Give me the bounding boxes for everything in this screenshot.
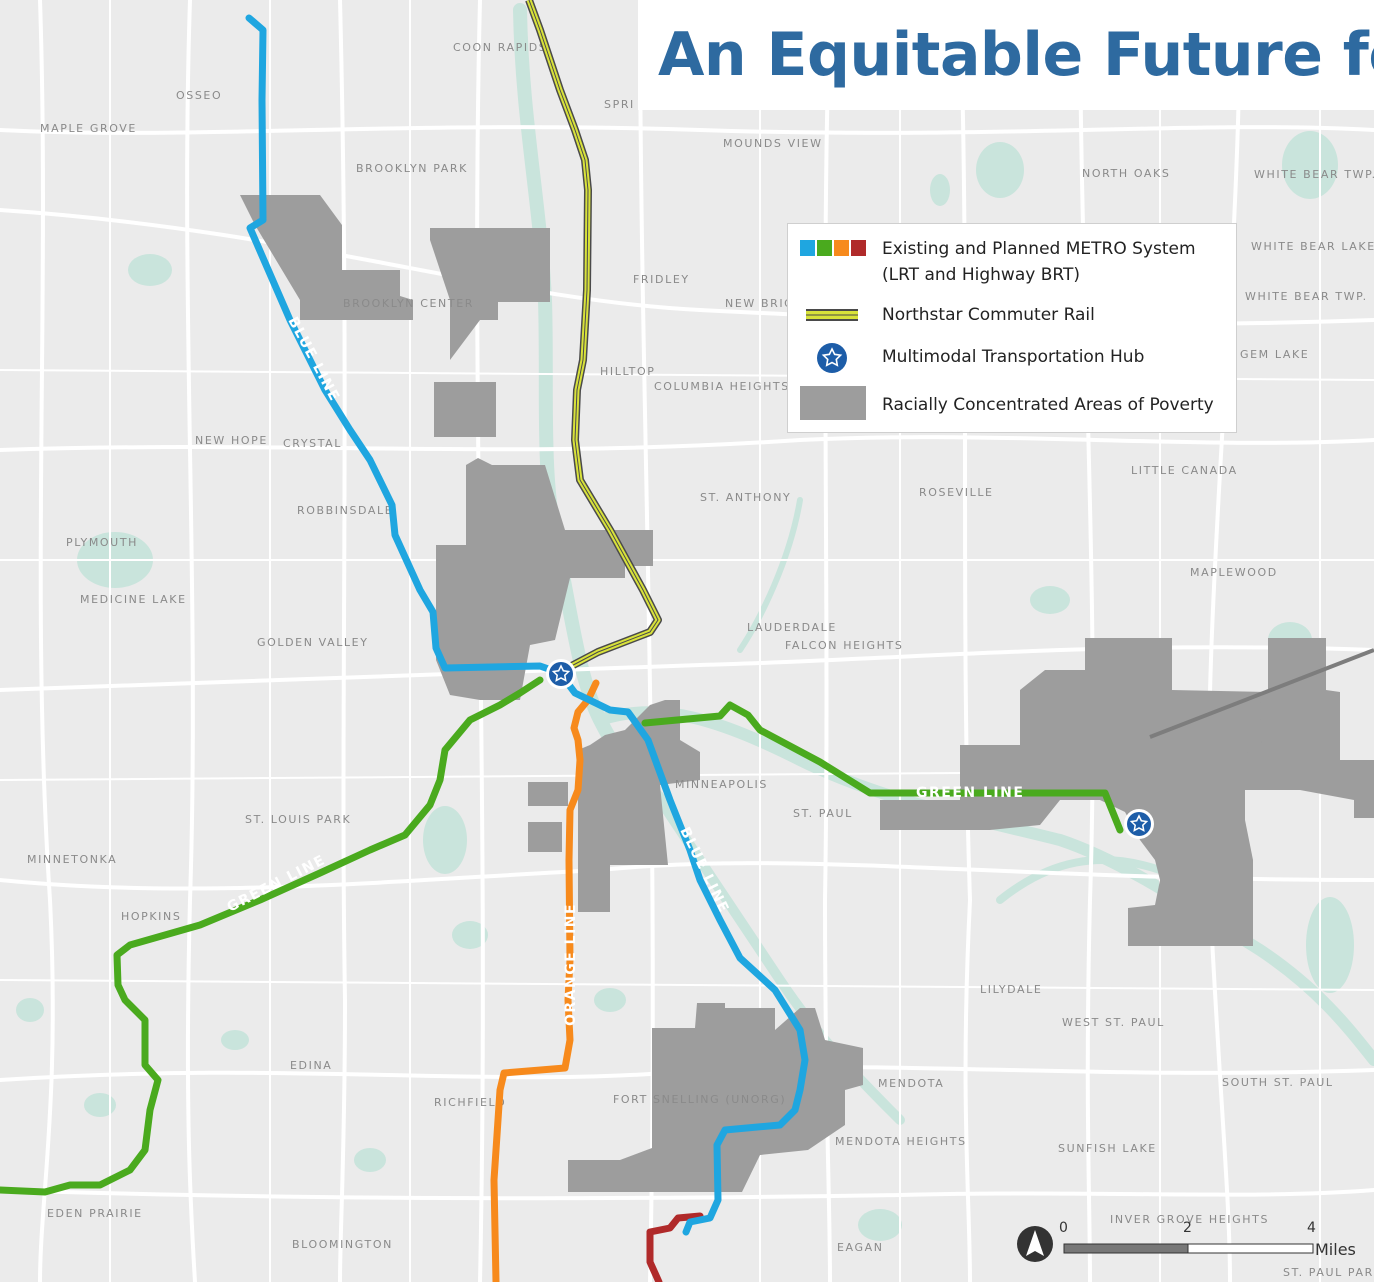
label-brooklyn-park: BROOKLYN PARK	[356, 162, 468, 175]
label-new-hope: NEW HOPE	[195, 434, 268, 447]
hub-minneapolis[interactable]	[546, 659, 576, 689]
north-arrow-icon	[1017, 1226, 1053, 1262]
label-maple-grove: MAPLE GROVE	[40, 122, 137, 135]
label-edina: EDINA	[290, 1059, 332, 1072]
scale-max: 4	[1307, 1220, 1316, 1236]
label-lilydale: LILYDALE	[980, 983, 1042, 996]
label-st-paul-park: ST. PAUL PARK	[1283, 1266, 1374, 1279]
label-maplewood: MAPLEWOOD	[1190, 566, 1278, 579]
place-labels: COON RAPIDS OSSEO MAPLE GROVE SPRI MOUND…	[27, 41, 1374, 1279]
label-columbia-heights: COLUMBIA HEIGHTS	[654, 380, 790, 393]
label-golden-valley: GOLDEN VALLEY	[257, 636, 369, 649]
scale-unit: Miles	[1315, 1240, 1356, 1259]
label-new-brighton: NEW BRIG	[725, 297, 794, 310]
label-crystal: CRYSTAL	[283, 437, 342, 450]
label-fort-snelling: FORT SNELLING (UNORG)	[613, 1093, 786, 1106]
poverty-areas	[240, 195, 1374, 1192]
label-st-paul: ST. PAUL	[793, 807, 853, 820]
lakes	[16, 131, 1354, 1241]
label-gem-lake: GEM LAKE	[1240, 348, 1309, 361]
poverty-swatch	[800, 386, 866, 420]
label-richfield: RICHFIELD	[434, 1096, 506, 1109]
label-hilltop: HILLTOP	[600, 365, 655, 378]
legend-poverty-label: Racially Concentrated Areas of Poverty	[882, 395, 1214, 415]
label-hopkins: HOPKINS	[121, 910, 181, 923]
label-green-line-east: GREEN LINE	[916, 785, 1024, 801]
northstar-swatch	[806, 309, 858, 321]
label-eden-prairie: EDEN PRAIRIE	[47, 1207, 143, 1220]
label-white-bear-twp-2: WHITE BEAR TWP.	[1245, 290, 1368, 303]
label-st-louis-park: ST. LOUIS PARK	[245, 813, 351, 826]
label-orange-line: ORANGE LINE	[563, 903, 579, 1026]
label-st-anthony: ST. ANTHONY	[700, 491, 791, 504]
metro-lines[interactable]	[0, 14, 1124, 1282]
star-icon	[551, 664, 571, 682]
title-banner: An Equitable Future for	[638, 0, 1374, 110]
label-robbinsdale: ROBBINSDALE	[297, 504, 393, 517]
label-minnetonka: MINNETONKA	[27, 853, 117, 866]
scale-bar: 0 2 4 Miles	[1015, 1218, 1365, 1268]
label-west-st-paul: WEST ST. PAUL	[1062, 1016, 1165, 1029]
red-line[interactable]	[646, 1212, 704, 1282]
star-icon	[821, 347, 843, 367]
label-white-bear-twp: WHITE BEAR TWP.	[1254, 168, 1374, 181]
label-falcon-heights: FALCON HEIGHTS	[785, 639, 903, 652]
hub-st-paul[interactable]	[1124, 809, 1154, 839]
pointer-line	[1149, 648, 1374, 739]
page-title: An Equitable Future for	[658, 20, 1374, 90]
blue-line[interactable]	[245, 14, 809, 1236]
label-osseo: OSSEO	[176, 89, 222, 102]
legend-metro-label: Existing and Planned METRO System	[882, 239, 1196, 259]
label-minneapolis: MINNEAPOLIS	[675, 778, 768, 791]
label-fridley: FRIDLEY	[633, 273, 690, 286]
northstar-commuter-rail[interactable]	[525, 0, 662, 676]
orange-line[interactable]	[490, 679, 600, 1282]
legend-hub-label: Multimodal Transportation Hub	[882, 347, 1145, 367]
label-mounds-view: MOUNDS VIEW	[723, 137, 823, 150]
scale-zero: 0	[1059, 1220, 1068, 1236]
star-icon	[1129, 814, 1149, 832]
legend-northstar-label: Northstar Commuter Rail	[882, 305, 1095, 325]
label-little-canada: LITTLE CANADA	[1131, 464, 1238, 477]
metro-swatch	[800, 240, 866, 256]
scale-ruler	[1063, 1243, 1314, 1254]
label-brooklyn-center: BROOKLYN CENTER	[343, 297, 474, 310]
label-sunfish-lake: SUNFISH LAKE	[1058, 1142, 1157, 1155]
label-north-oaks: NORTH OAKS	[1082, 167, 1170, 180]
label-eagan: EAGAN	[837, 1241, 884, 1254]
label-spring-lake-park: SPRI	[604, 98, 635, 111]
label-mendota-heights: MENDOTA HEIGHTS	[835, 1135, 967, 1148]
label-inver-grove-heights: INVER GROVE HEIGHTS	[1110, 1213, 1269, 1226]
label-bloomington: BLOOMINGTON	[292, 1238, 393, 1251]
label-mendota: MENDOTA	[878, 1077, 944, 1090]
legend: Existing and Planned METRO System (LRT a…	[787, 223, 1237, 433]
label-plymouth: PLYMOUTH	[66, 536, 138, 549]
label-white-bear-lake: WHITE BEAR LAKE	[1251, 240, 1374, 253]
label-roseville: ROSEVILLE	[919, 486, 994, 499]
label-lauderdale: LAUDERDALE	[747, 621, 837, 634]
green-line[interactable]	[0, 676, 1124, 1196]
hub-swatch	[817, 343, 847, 373]
label-coon-rapids: COON RAPIDS	[453, 41, 547, 54]
scale-mid: 2	[1183, 1220, 1192, 1236]
legend-metro-sublabel: (LRT and Highway BRT)	[882, 265, 1080, 285]
label-south-st-paul: SOUTH ST. PAUL	[1222, 1076, 1334, 1089]
label-medicine-lake: MEDICINE LAKE	[80, 593, 187, 606]
